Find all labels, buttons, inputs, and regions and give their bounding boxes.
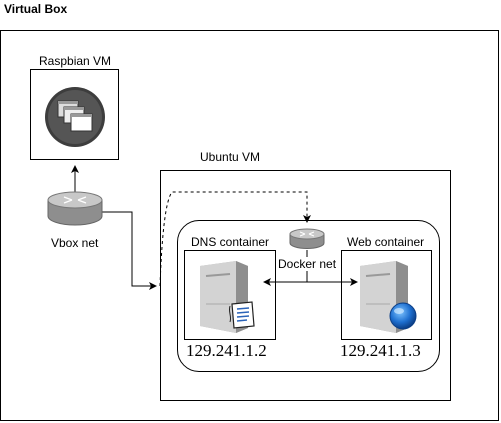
windows-stack-icon — [44, 86, 106, 148]
ubuntu-vm-label: Ubuntu VM — [200, 150, 261, 164]
docker-net-label: Docker net — [278, 257, 337, 271]
virtualbox-boundary — [0, 30, 499, 421]
raspbian-vm-label: Raspbian VM — [39, 54, 112, 68]
server-document-icon — [196, 258, 262, 334]
dns-container-ip: 129.241.1.2 — [186, 341, 267, 360]
dns-container-label: DNS container — [191, 235, 270, 249]
dashed-ubuntu-docker-link — [159, 191, 311, 287]
router-icon — [289, 228, 325, 250]
router-icon — [47, 191, 103, 227]
vbox-net-label: Vbox net — [51, 236, 99, 250]
server-globe-icon — [356, 258, 422, 334]
vbox-to-ubuntu-link — [102, 211, 157, 290]
web-container-ip: 129.241.1.3 — [340, 341, 421, 360]
diagram-title: Virtual Box — [4, 2, 68, 16]
web-container-label: Web container — [347, 235, 425, 249]
